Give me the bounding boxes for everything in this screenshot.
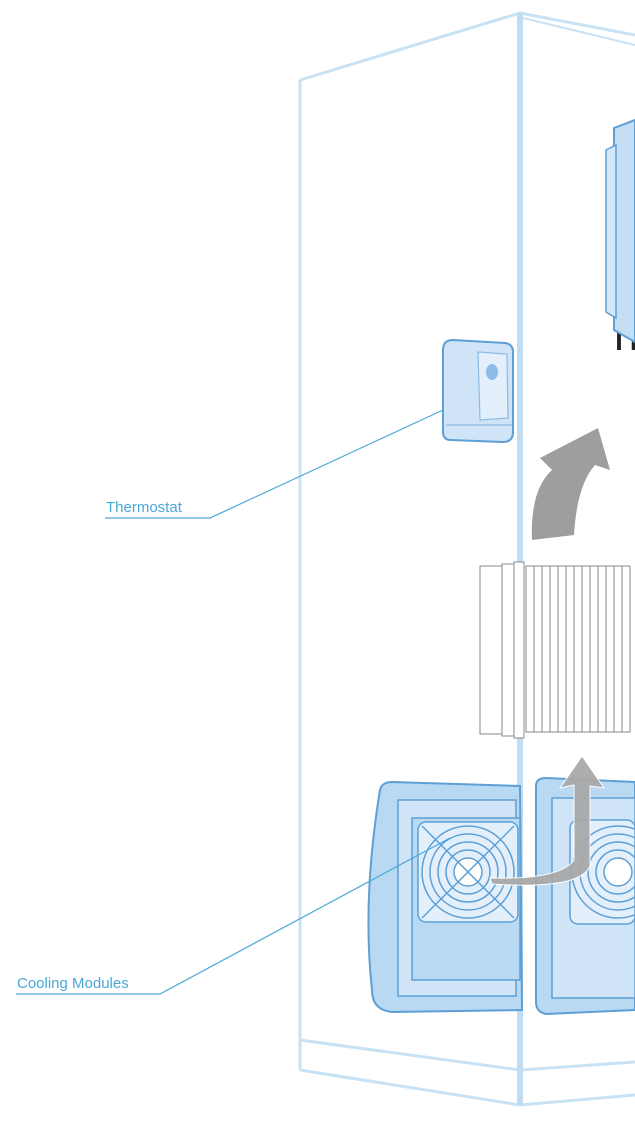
door-panel-component (606, 120, 635, 342)
heat-sink (480, 562, 630, 738)
fan-grille-left (418, 822, 518, 922)
cooling-modules-label: Cooling Modules (17, 975, 129, 993)
thermostat-device (443, 340, 513, 442)
airflow-arrow-upper (532, 428, 610, 540)
thermostat-label: Thermostat (106, 499, 182, 517)
cooling-module-left (368, 782, 522, 1012)
